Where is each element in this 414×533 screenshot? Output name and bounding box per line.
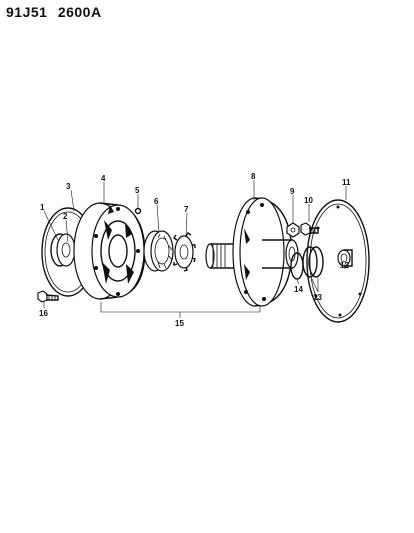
doc-code: 91J51 — [6, 4, 48, 20]
part-10-bolt — [300, 222, 319, 236]
callout-9: 9 — [290, 187, 295, 196]
callout-14: 14 — [294, 285, 303, 294]
part-6-outer-gear — [143, 230, 174, 272]
callout-16: 16 — [39, 309, 48, 318]
part-8-reaction-shaft-support — [205, 197, 299, 307]
leader-lines — [43, 180, 347, 318]
diagram-header: 91J51 2600A — [6, 4, 108, 20]
callout-labels: 1 2 3 4 5 6 7 8 9 10 11 12 13 14 15 16 — [39, 172, 351, 328]
callout-10: 10 — [304, 196, 313, 205]
page-code: 2600A — [57, 4, 102, 20]
callout-7: 7 — [184, 205, 189, 214]
callout-3: 3 — [66, 182, 71, 191]
part-4-pump-body — [73, 202, 146, 300]
part-11-gasket — [306, 199, 370, 323]
part-1-2-seal-bushing — [50, 233, 76, 267]
part-12-bushing — [337, 249, 353, 267]
callout-12: 12 — [340, 261, 349, 270]
part-7-inner-gear — [173, 232, 196, 272]
part-13-14-seal-rings — [290, 246, 324, 280]
callout-8: 8 — [251, 172, 256, 181]
callout-13: 13 — [313, 293, 322, 302]
part-5-check-ball — [134, 207, 142, 215]
part-16-bolt — [37, 290, 59, 303]
callout-4: 4 — [101, 174, 106, 183]
callout-2: 2 — [63, 212, 68, 221]
callout-6: 6 — [154, 197, 159, 206]
callout-1: 1 — [40, 203, 45, 212]
part-9-nut — [286, 222, 300, 238]
callout-15: 15 — [175, 319, 184, 328]
callout-5: 5 — [135, 186, 140, 195]
callout-11: 11 — [342, 178, 351, 187]
